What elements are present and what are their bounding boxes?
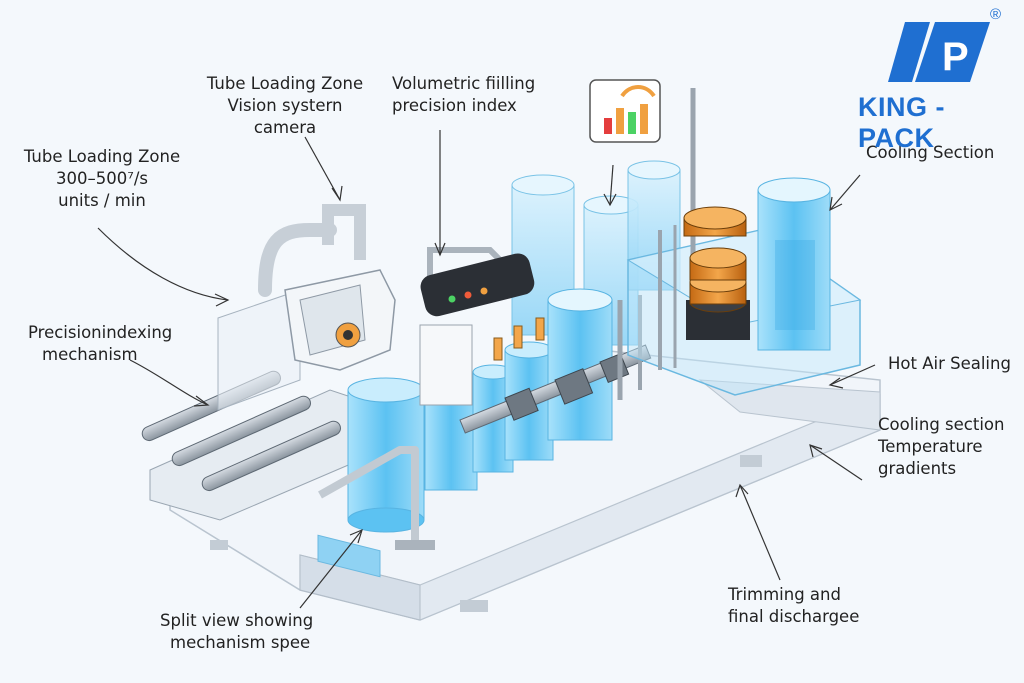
label-line: Trimming and [728,585,841,604]
hot-air-sealing-stack [683,88,750,340]
label-trimming: Trimming and final dischargee [728,584,859,628]
label-line: 300–500⁷/s [55,169,148,188]
svg-text:P: P [942,35,969,79]
label-precision-indexing: Precisionindexing mechanism [28,322,172,366]
label-line: Tube Loading Zone [23,147,181,166]
brand-name: KING - PACK [858,92,945,153]
label-line: mechanism [42,345,138,364]
label-line: Hot Air Sealing [888,354,1011,373]
tube-loading-conveyor [141,289,361,521]
label-line: mechanism spee [170,633,311,652]
king-pack-logo: P [888,22,990,82]
machine-base [169,349,881,621]
label-line: camera [253,118,317,137]
label-tube-loading-vision: Tube Loading Zone Vision systern camera [205,73,365,139]
front-pipe [318,446,435,550]
label-line: precision index [392,96,517,115]
label-line: Vision systern [227,96,343,115]
vision-camera-unit [258,204,396,371]
label-line: final dischargee [728,607,860,626]
label-line: gradients [878,459,957,478]
label-line: Precisionindexing [28,323,173,342]
label-line: Cooling Section [866,143,995,162]
label-line: Tube Loading Zone [206,74,364,93]
filling-head [419,247,545,406]
bar-chart-icon [589,79,661,143]
indexing-shaft [459,295,652,434]
leader-lines [97,130,876,609]
cooling-tank [757,177,831,351]
label-cooling-section-top: Cooling Section [866,142,994,164]
label-line: Volumetric fiilling [392,74,536,93]
label-line: units / min [58,191,146,210]
gear-stack-icon [683,206,747,313]
label-cooling-gradients: Cooling section Temperature gradients [878,414,1004,480]
label-hot-air-sealing: Hot Air Sealing [888,353,1011,375]
label-tube-loading-speed: Tube Loading Zone 300–500⁷/s units / min [22,146,182,212]
label-volumetric-filling: Volumetric fiilling precision index [392,73,535,117]
registered-mark: ® [990,6,1002,23]
label-line: Cooling section [878,415,1005,434]
label-split-view: Split view showing mechanism spee [160,610,313,654]
label-line: Temperature [878,437,983,456]
label-line: Split view showing [160,611,314,630]
